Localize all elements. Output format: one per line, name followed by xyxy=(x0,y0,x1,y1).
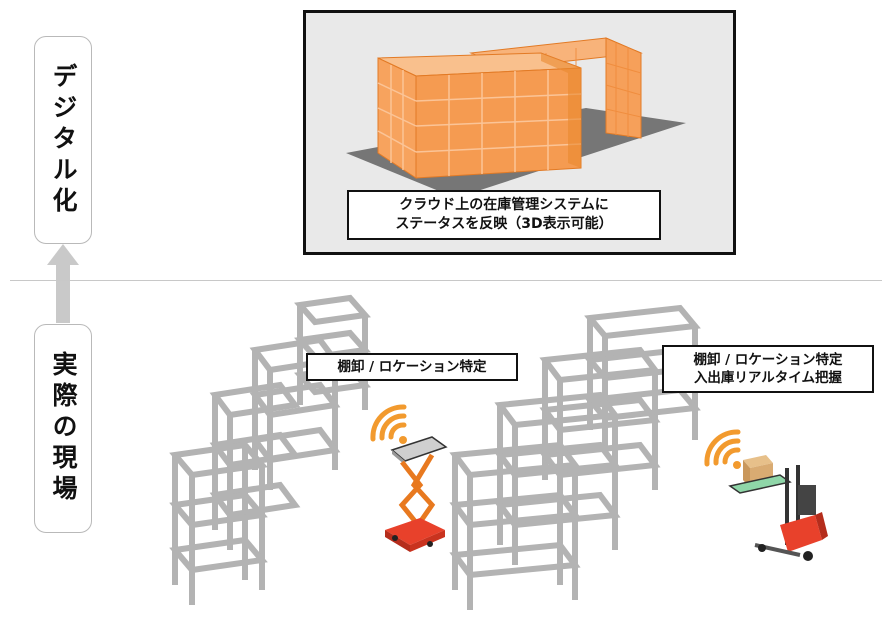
digital-label-box: デジタル化 xyxy=(34,36,92,244)
digital-label: デジタル化 xyxy=(49,62,78,218)
real-site-label-box: 実際の現場 xyxy=(34,324,92,533)
arrow-up-icon xyxy=(47,244,79,323)
caption-line-2: ステータスを反映（3D表示可能） xyxy=(395,216,613,232)
wifi-signal-icon-left xyxy=(370,404,407,444)
rack-icon-left xyxy=(169,294,371,605)
panel-caption: クラウド上の在庫管理システムに ステータスを反映（3D表示可能） xyxy=(347,190,661,240)
wifi-signal-icon-right xyxy=(704,429,741,469)
box-icon-front xyxy=(377,52,582,179)
robot-callout-text: 棚卸 / ロケーション特定 xyxy=(337,359,487,375)
caption-line-1: クラウド上の在庫管理システムに xyxy=(399,197,609,213)
robot-callout: 棚卸 / ロケーション特定 xyxy=(306,353,518,381)
section-divider xyxy=(10,280,882,281)
real-site-label: 実際の現場 xyxy=(49,351,78,506)
forklift-icon xyxy=(728,455,828,561)
cloud-inventory-3d-view xyxy=(346,37,686,198)
forklift-callout-line-2: 入出庫リアルタイム把握 xyxy=(693,370,843,386)
robot-icon xyxy=(385,436,448,552)
forklift-callout-line-1: 棚卸 / ロケーション特定 xyxy=(693,352,843,368)
digital-3d-panel xyxy=(303,10,736,255)
forklift-callout: 棚卸 / ロケーション特定 入出庫リアルタイム把握 xyxy=(662,345,874,393)
